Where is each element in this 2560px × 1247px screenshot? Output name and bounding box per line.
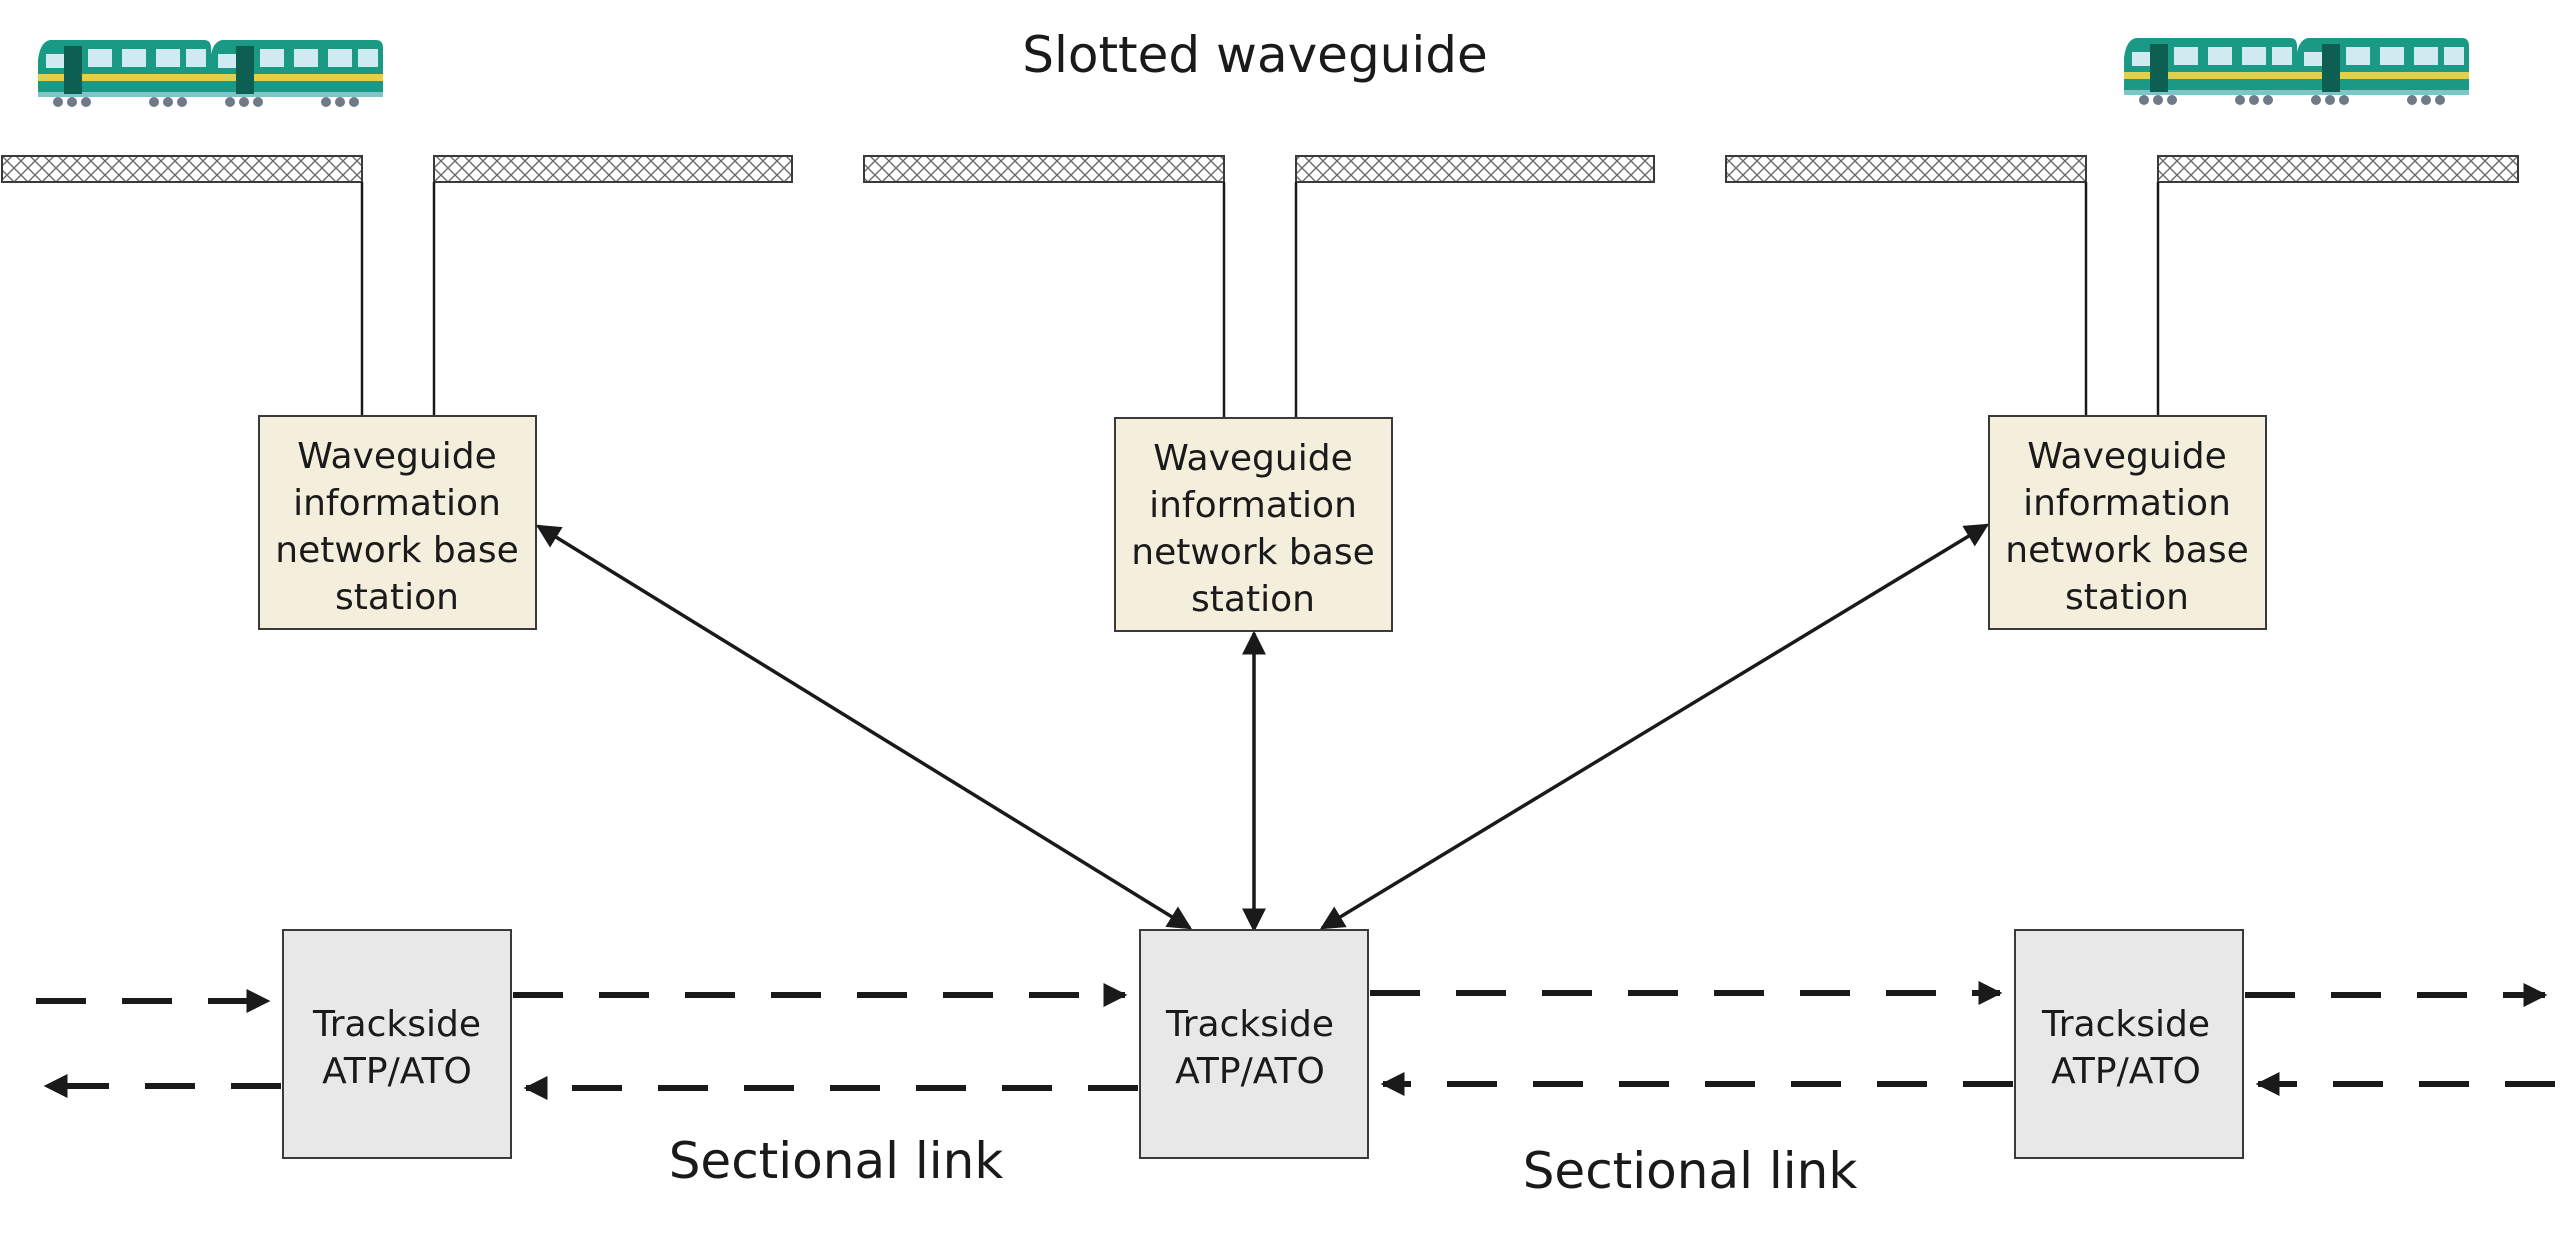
base-station-right: Waveguide information network base stati… [1988, 415, 2267, 630]
base-station-label-line: Waveguide [1153, 438, 1352, 479]
trackside-unit-right: Trackside ATP/ATO [2014, 929, 2244, 1159]
trackside-label-line: ATP/ATO [1175, 1051, 1325, 1092]
waveguide-segment [1, 155, 363, 183]
waveguide-segments [1, 155, 2519, 183]
trackside-label-line: Trackside [1165, 1004, 1334, 1045]
base-station-left: Waveguide information network base stati… [258, 415, 537, 630]
diagram-title: Slotted waveguide [1022, 26, 1488, 84]
radio-link-right [1319, 523, 1990, 930]
base-station-label-line: network base [1131, 532, 1374, 573]
base-station-label-line: information [2023, 483, 2231, 524]
waveguide-segment [863, 155, 1225, 183]
radio-link-left [535, 524, 1193, 930]
radio-links [535, 523, 1990, 933]
base-station-label-line: Waveguide [297, 436, 496, 477]
trackside-label-line: Trackside [2041, 1004, 2210, 1045]
base-station-label-line: information [293, 483, 501, 524]
base-station-label-line: network base [275, 530, 518, 571]
waveguide-segment [1725, 155, 2087, 183]
trackside-label-line: ATP/ATO [2051, 1051, 2201, 1092]
base-station-label-line: information [1149, 485, 1357, 526]
base-station-label-line: station [335, 577, 459, 618]
trackside-label-line: Trackside [312, 1004, 481, 1045]
waveguide-segment [433, 155, 793, 183]
feeder-lines [360, 182, 2160, 418]
base-station-label-line: station [2065, 577, 2189, 618]
base-station-center: Waveguide information network base stati… [1114, 417, 1393, 632]
waveguide-segment [1295, 155, 1655, 183]
base-station-label-line: network base [2005, 530, 2248, 571]
sectional-link-label-right: Sectional link [1523, 1142, 1858, 1200]
sectional-link-label-left: Sectional link [669, 1132, 1004, 1190]
base-station-label-line: station [1191, 579, 1315, 620]
train-icon-right [2124, 38, 2469, 105]
trackside-unit-center: Trackside ATP/ATO [1139, 929, 1369, 1159]
sectional-links [36, 981, 2555, 1100]
waveguide-segment [2157, 155, 2519, 183]
trackside-label-line: ATP/ATO [322, 1051, 472, 1092]
train-icon-left [38, 40, 383, 107]
trackside-unit-left: Trackside ATP/ATO [282, 929, 512, 1159]
base-station-label-line: Waveguide [2027, 436, 2226, 477]
